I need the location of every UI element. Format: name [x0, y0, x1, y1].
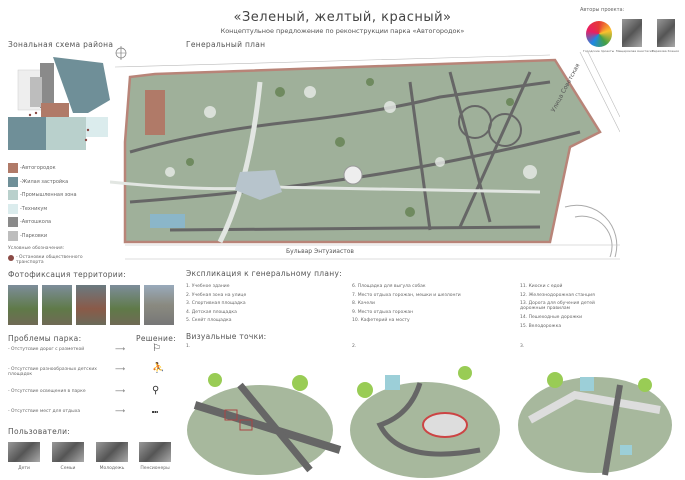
- author-photo: [657, 19, 675, 47]
- legend-label: -Автошкола: [20, 219, 52, 225]
- explication-item: 13. Дорога для обучения детей дорожным п…: [520, 301, 595, 311]
- zoning-map: [8, 57, 110, 150]
- legend-label: -Парковки: [20, 232, 48, 239]
- explication-item: 10. Кафетерий на мосту: [352, 318, 410, 323]
- explication-item: 1. Учебное здание: [186, 284, 230, 289]
- explication-item: 9. Место отдыха горожан: [352, 309, 414, 315]
- author-name: Мещерякова Анастасия: [616, 49, 654, 53]
- arrow-icon: ⟶: [115, 365, 126, 373]
- explication-item: 12. Железнодорожная станция: [520, 292, 595, 298]
- territory-photo: [144, 285, 174, 325]
- user-photo: [52, 442, 84, 462]
- user-label: Дети: [18, 466, 30, 471]
- arrow-icon: ⟶: [115, 345, 126, 353]
- scene-2: [350, 366, 500, 478]
- solution-title: Решение:: [136, 334, 176, 343]
- road-marking-icon: ⚐: [152, 343, 161, 354]
- explication-item: 6. Площадка для выгула собак: [352, 284, 426, 289]
- user-label: Пенсионеры: [140, 466, 170, 471]
- visual-point-label: 2.: [352, 344, 357, 349]
- visual-points-title: Визуальные точки:: [186, 332, 267, 341]
- photos-title: Фотофиксация территории:: [8, 270, 126, 279]
- scene-3: [518, 372, 672, 476]
- transport-stop-label: - Остановки общественного транспорта: [16, 255, 83, 265]
- visual-point-scenes: [187, 366, 672, 478]
- author-name: Терехова Ксения: [652, 49, 679, 53]
- general-plan: [110, 52, 620, 260]
- symbols-title: Условные обозначения:: [8, 246, 65, 251]
- street-bulvar-label: Бульвар Энтузиастов: [286, 248, 354, 255]
- explication-title: Экспликация к генеральному плану:: [186, 269, 343, 278]
- territory-photo: [76, 285, 106, 325]
- explication-item: 15. Велодорожка: [520, 323, 562, 329]
- legend-swatch: [8, 203, 18, 214]
- zoning-title: Зональная схема района: [8, 40, 114, 49]
- visual-point-label: 3.: [520, 344, 525, 349]
- author-photo: [622, 19, 642, 47]
- explication-item: 11. Киоски с едой: [520, 284, 563, 289]
- explication-item: 2. Учебная зона на улице: [186, 292, 247, 298]
- scene-1: [187, 373, 342, 475]
- explication-item: 3. Спортивная площадка: [186, 301, 246, 306]
- problem-item: - Отсутствие освещения в парке: [8, 389, 86, 394]
- problem-item: - Отсутствие разнообразных детских площа…: [8, 367, 97, 377]
- arrow-icon: ⟶: [115, 387, 126, 395]
- sports-court: [150, 214, 185, 228]
- legend-label: -Автогородок: [20, 165, 56, 171]
- explication-item: 8. Качели: [352, 301, 375, 306]
- legend-swatch: [8, 176, 18, 187]
- building-brown: [145, 90, 165, 135]
- legend-label: -Жилая застройка: [20, 178, 69, 185]
- bench-icon: ⑉: [152, 405, 158, 416]
- territory-photo: [8, 285, 38, 325]
- user-label: Семьи: [60, 466, 76, 471]
- explication-item: 4. Детская площадка: [186, 309, 237, 315]
- legend-swatch: [8, 190, 18, 200]
- explication-item: 7. Место отдыха горожан, мешки и шезлонг…: [352, 292, 461, 298]
- logo-text: Городские проекты: [583, 49, 615, 53]
- problem-item: - Отсутствие мест для отдыха: [8, 409, 81, 414]
- explication-item: 14. Пешеходные дорожки: [520, 315, 583, 320]
- legend-label: -Промышленная зона: [20, 192, 77, 198]
- problem-item: - Отстутсвие дорог с разметкой: [8, 347, 85, 352]
- legend-swatch: [8, 217, 18, 227]
- territory-photo: [110, 285, 140, 325]
- user-photo: [8, 442, 40, 462]
- legend-swatch: [8, 163, 18, 173]
- compass-icon: [115, 46, 127, 60]
- street-lamp-icon: ⚲: [152, 385, 160, 396]
- school-building: [235, 170, 282, 200]
- legend-swatch: [8, 230, 18, 241]
- problems-title: Проблемы парка:: [8, 334, 82, 343]
- users-title: Пользователи:: [8, 427, 71, 436]
- authors-label: Авторы проекта:: [580, 7, 625, 13]
- legend-label: -Техникум: [20, 205, 48, 212]
- playground-icon: ⛹: [152, 363, 165, 374]
- park-area: [123, 58, 602, 244]
- plan-title: Генеральный план: [186, 40, 266, 49]
- poster-subtitle: Концептульное предложение по реконструкц…: [220, 27, 465, 35]
- explication-item: 5. Скейт площадка: [186, 318, 232, 323]
- poster-title: «Зеленый, желтый, красный»: [233, 10, 452, 25]
- user-photo: [139, 442, 171, 462]
- visual-point-label: 1.: [186, 344, 191, 349]
- user-label: Молодежь: [99, 466, 125, 471]
- territory-photo: [42, 285, 72, 325]
- arrow-icon: ⟶: [115, 407, 126, 415]
- transport-stop-icon: [8, 255, 14, 261]
- project-logo: [586, 21, 612, 47]
- user-photo: [96, 442, 128, 462]
